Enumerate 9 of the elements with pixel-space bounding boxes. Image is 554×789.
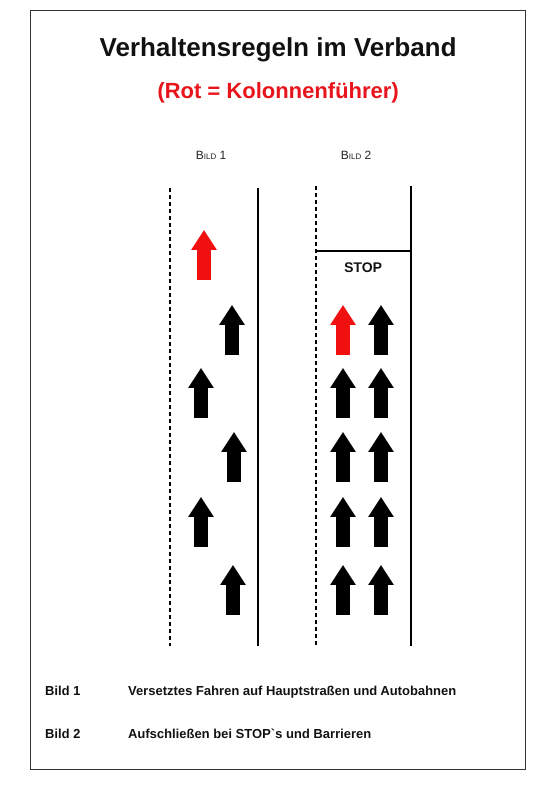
column-heading: Bild 1 xyxy=(196,148,226,162)
row-description: Aufschließen bei STOP`s und Barrieren xyxy=(128,726,372,741)
subtitle: (Rot = Kolonnenführer) xyxy=(156,78,400,104)
stop-label: STOP xyxy=(344,259,382,275)
title: Verhaltensregeln im Verband xyxy=(98,32,458,63)
column-heading: Bild 2 xyxy=(340,148,372,162)
row-description: Versetztes Fahren auf Hauptstraßen und Autobahnen xyxy=(128,683,456,698)
row-label: Bild 1 xyxy=(45,683,80,698)
row-label: Bild 2 xyxy=(45,726,80,741)
